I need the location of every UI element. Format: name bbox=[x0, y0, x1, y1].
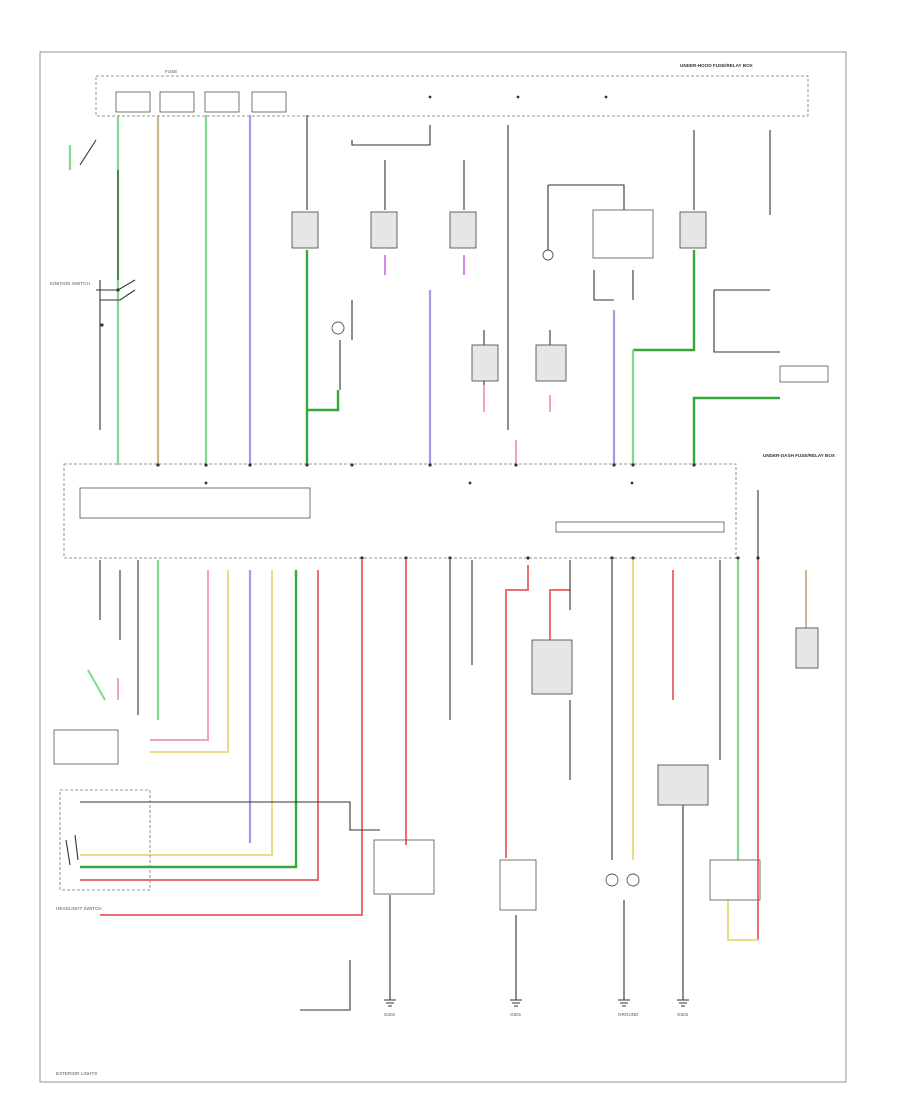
bulb-2 bbox=[542, 249, 554, 261]
relay-5 bbox=[679, 211, 707, 249]
relay-lower-3 bbox=[657, 764, 709, 806]
under-hood-box-label: UNDER-HOOD FUSE/RELAY BOX bbox=[680, 63, 754, 68]
grounds: G401 G501 GROUND G502 bbox=[384, 999, 689, 1017]
wire-green-right-3 bbox=[692, 396, 780, 465]
ground-label: GROUND bbox=[618, 1012, 639, 1017]
combination-switch bbox=[53, 729, 119, 765]
footer-label: EXTERIOR LIGHTS bbox=[56, 1071, 97, 1076]
colored-wires bbox=[68, 115, 807, 941]
connector-1 bbox=[779, 365, 829, 383]
junction-dots bbox=[156, 463, 760, 560]
wire-yellow-low-2 bbox=[80, 570, 273, 856]
wire-pink-low-1 bbox=[150, 570, 209, 741]
headlight-switch-label: HEADLIGHT SWITCH bbox=[56, 906, 102, 911]
relay-7 bbox=[471, 344, 499, 382]
lamp-lower-5 bbox=[795, 627, 819, 669]
wire-red-low-4 bbox=[505, 565, 529, 858]
relay-6 bbox=[535, 344, 567, 382]
headlight-switch-block bbox=[59, 789, 151, 891]
wire-red-low-5 bbox=[549, 589, 570, 640]
black-wires-lower bbox=[80, 490, 759, 1011]
wire-red-low-2 bbox=[100, 560, 363, 916]
ignition-switch-label: IGNITION SWITCH bbox=[50, 281, 90, 286]
ground-symbol-2 bbox=[510, 999, 522, 1007]
wire-green-right-1 bbox=[633, 250, 696, 352]
ground-symbol-1 bbox=[384, 999, 396, 1007]
component-labels: IGNITION SWITCH HEADLIGHT SWITCH EXTERIO… bbox=[50, 281, 102, 1076]
relay-3 bbox=[449, 211, 477, 249]
relay-lower-1 bbox=[531, 639, 573, 695]
ground-g502-label: G502 bbox=[677, 1012, 689, 1017]
wire-yellow-low-4 bbox=[727, 900, 758, 941]
bulb-lower-2 bbox=[626, 873, 640, 887]
wire-yellow-low-1 bbox=[150, 570, 229, 753]
fuse-box-label: FUSE bbox=[165, 69, 177, 74]
under-dash-fuse-box: UNDER-DASH FUSE/RELAY BOX bbox=[63, 453, 836, 559]
wire-red-low-1 bbox=[80, 570, 319, 881]
ground-g501-label: G501 bbox=[510, 1012, 522, 1017]
relay-4 bbox=[592, 209, 654, 259]
ground-symbol-3 bbox=[618, 999, 630, 1007]
diagram-frame bbox=[39, 51, 847, 1083]
components bbox=[53, 209, 829, 911]
wire-green-low-2 bbox=[80, 570, 298, 869]
ground-symbol-4 bbox=[677, 999, 689, 1007]
wire-dark-green-1 bbox=[305, 250, 340, 412]
under-hood-fuse-box: FUSE UNDER-HOOD FUSE/RELAY BOX bbox=[95, 63, 809, 117]
bulb-1 bbox=[331, 321, 345, 335]
under-dash-box-label: UNDER-DASH FUSE/RELAY BOX bbox=[763, 453, 836, 458]
ground-g401-label: G401 bbox=[384, 1012, 396, 1017]
bulb-lower-1 bbox=[605, 873, 619, 887]
relay-lower-2 bbox=[499, 859, 537, 911]
switch-lower-box bbox=[373, 839, 435, 895]
relay-1 bbox=[291, 211, 319, 249]
relay-2 bbox=[370, 211, 398, 249]
switch-lower-4 bbox=[709, 859, 761, 901]
black-wires-upper bbox=[79, 115, 780, 430]
wire-green-low-4 bbox=[87, 669, 106, 701]
